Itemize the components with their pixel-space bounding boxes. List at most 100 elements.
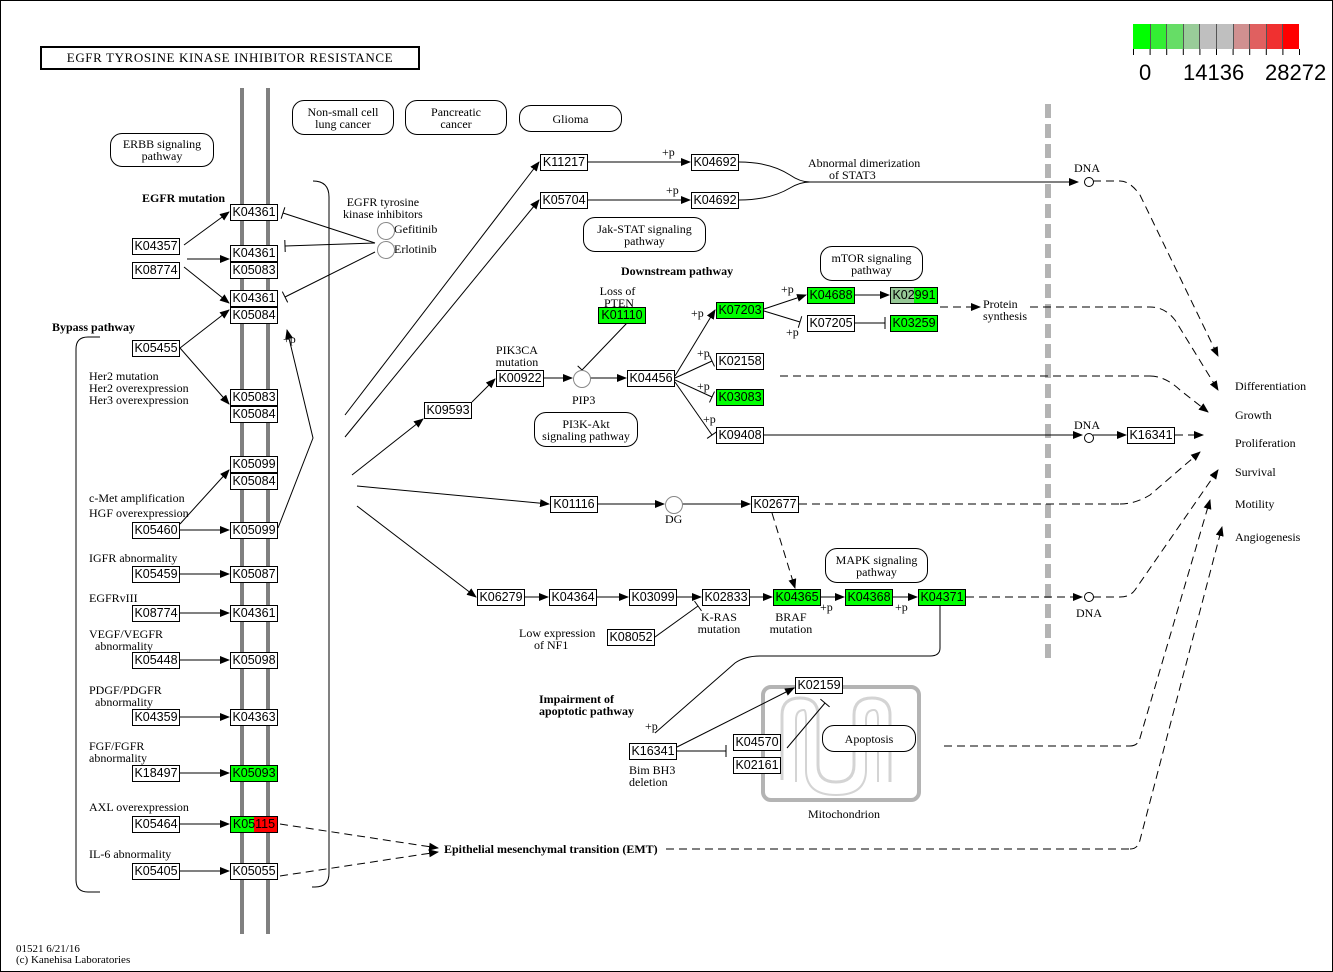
compound-dg[interactable] — [665, 496, 683, 514]
pathway-map-link[interactable]: PI3K-Akt signaling pathway — [534, 412, 638, 447]
annotation-label: K-RAS mutation — [697, 610, 741, 636]
gene-node-k05084[interactable]: K05084 — [230, 406, 278, 423]
edge — [279, 849, 439, 877]
gene-node-k05460[interactable]: K05460 — [132, 522, 180, 539]
inhibition-bar — [694, 600, 702, 612]
gene-node-k05084[interactable]: K05084 — [230, 307, 278, 324]
gene-node-k02991[interactable]: K02991 — [890, 287, 938, 304]
gene-node-k04361[interactable]: K04361 — [230, 290, 278, 307]
edge — [1093, 180, 1219, 357]
pathway-map-link[interactable]: mTOR signaling pathway — [820, 246, 923, 281]
gene-node-k04456[interactable]: K04456 — [627, 370, 675, 387]
annotation-label: Proliferation — [1235, 436, 1296, 450]
legend-cell — [1182, 24, 1200, 49]
pathway-map-link[interactable]: MAPK signaling pathway — [825, 548, 928, 583]
gene-node-k05093[interactable]: K05093 — [230, 765, 278, 782]
gene-node-k01110[interactable]: K01110 — [598, 307, 646, 324]
edge — [581, 322, 628, 371]
pathway-map-link[interactable]: Pancreatic cancer — [405, 100, 507, 135]
color-legend: 0 14136 28272 — [1133, 24, 1326, 85]
pathway-map-link[interactable]: Non-small cell lung cancer — [292, 100, 394, 135]
gene-node-k04361[interactable]: K04361 — [230, 605, 278, 622]
gene-node-k00922[interactable]: K00922 — [496, 370, 544, 387]
gene-node-k05459[interactable]: K05459 — [132, 566, 180, 583]
gene-node-k05115[interactable]: K05115 — [230, 816, 278, 833]
gene-node-k16341[interactable]: K16341 — [1127, 427, 1175, 444]
gene-node-k05405[interactable]: K05405 — [132, 863, 180, 880]
gene-node-k03083[interactable]: K03083 — [716, 389, 764, 406]
gene-node-k06279[interactable]: K06279 — [477, 589, 525, 606]
gene-node-k18497[interactable]: K18497 — [132, 765, 180, 782]
gene-node-k04692[interactable]: K04692 — [691, 154, 739, 171]
annotation-label: DG — [665, 512, 683, 526]
gene-node-k04359[interactable]: K04359 — [132, 709, 180, 726]
compound-gefitinib[interactable] — [377, 222, 395, 240]
compound-erlotinib[interactable] — [377, 241, 395, 259]
gene-node-k16341[interactable]: K16341 — [629, 743, 677, 760]
annotation-label: +p — [820, 600, 833, 614]
gene-node-k09408[interactable]: K09408 — [716, 427, 764, 444]
gene-node-k01116[interactable]: K01116 — [550, 496, 598, 513]
pathway-map-link[interactable]: Jak-STAT signaling pathway — [583, 217, 706, 252]
compound-pip3[interactable] — [573, 370, 591, 388]
gene-node-k05464[interactable]: K05464 — [132, 816, 180, 833]
gene-node-k04371[interactable]: K04371 — [918, 589, 966, 606]
annotation-label: Angiogenesis — [1235, 530, 1301, 544]
gene-node-k09593[interactable]: K09593 — [424, 402, 472, 419]
gene-node-k04688[interactable]: K04688 — [807, 287, 855, 304]
gene-node-k02158[interactable]: K02158 — [716, 353, 764, 370]
gene-node-k08774[interactable]: K08774 — [132, 262, 180, 279]
compound-dna[interactable] — [1084, 592, 1094, 602]
legend-min: 0 — [1139, 60, 1152, 85]
gene-node-k05455[interactable]: K05455 — [132, 340, 180, 357]
gene-node-k07205[interactable]: K07205 — [807, 315, 855, 332]
edge — [183, 266, 230, 304]
gene-node-k05704[interactable]: K05704 — [540, 192, 588, 209]
edge — [654, 606, 941, 734]
edge — [771, 512, 797, 589]
gene-node-k04363[interactable]: K04363 — [230, 709, 278, 726]
gene-node-k02833[interactable]: K02833 — [702, 589, 750, 606]
cell-bracket-right — [312, 180, 330, 888]
gene-node-k04361[interactable]: K04361 — [230, 245, 278, 262]
footer-id-date: 01521 6/21/16 — [16, 943, 80, 955]
gene-node-k05055[interactable]: K05055 — [230, 863, 278, 880]
gene-node-k05099[interactable]: K05099 — [230, 522, 278, 539]
gene-node-k02161[interactable]: K02161 — [733, 757, 781, 774]
gene-node-k03099[interactable]: K03099 — [629, 589, 677, 606]
gene-node-k04357[interactable]: K04357 — [132, 238, 180, 255]
edge — [351, 418, 424, 476]
gene-node-k05083[interactable]: K05083 — [230, 262, 278, 279]
legend-color-bar — [1133, 24, 1299, 49]
gene-node-k04692[interactable]: K04692 — [691, 192, 739, 209]
pathway-map-link[interactable]: ERBB signaling pathway — [110, 133, 214, 167]
gene-node-k04570[interactable]: K04570 — [733, 734, 781, 751]
gene-node-k05098[interactable]: K05098 — [230, 652, 278, 669]
compound-dna[interactable] — [1084, 433, 1094, 443]
edge — [763, 310, 801, 323]
gene-node-k03259[interactable]: K03259 — [890, 315, 938, 332]
gene-node-k05099[interactable]: K05099 — [230, 456, 278, 473]
gene-node-k11217[interactable]: K11217 — [540, 154, 588, 171]
gene-node-k08052[interactable]: K08052 — [607, 629, 655, 646]
compound-dna[interactable] — [1084, 177, 1094, 187]
gene-node-k08774[interactable]: K08774 — [132, 605, 180, 622]
gene-node-k05083[interactable]: K05083 — [230, 389, 278, 406]
gene-node-k07203[interactable]: K07203 — [716, 302, 764, 319]
inhibition-bar — [706, 431, 718, 439]
gene-node-k04368[interactable]: K04368 — [845, 589, 893, 606]
gene-node-k05084[interactable]: K05084 — [230, 473, 278, 490]
gene-node-k02159[interactable]: K02159 — [795, 677, 843, 694]
gene-node-k05087[interactable]: K05087 — [230, 566, 278, 583]
pathway-map-link[interactable]: Glioma — [519, 105, 622, 132]
annotation-label: c-Met amplification — [89, 491, 185, 505]
gene-node-k04361[interactable]: K04361 — [230, 204, 278, 221]
annotation-label: DNA — [1074, 161, 1100, 175]
edge — [284, 242, 376, 247]
gene-node-k02677[interactable]: K02677 — [751, 496, 799, 513]
gene-node-k04364[interactable]: K04364 — [549, 589, 597, 606]
pathway-map-link[interactable]: Apoptosis — [822, 725, 916, 752]
edge — [1129, 526, 1224, 850]
gene-node-k05448[interactable]: K05448 — [132, 652, 180, 669]
gene-node-k04365[interactable]: K04365 — [773, 589, 821, 606]
